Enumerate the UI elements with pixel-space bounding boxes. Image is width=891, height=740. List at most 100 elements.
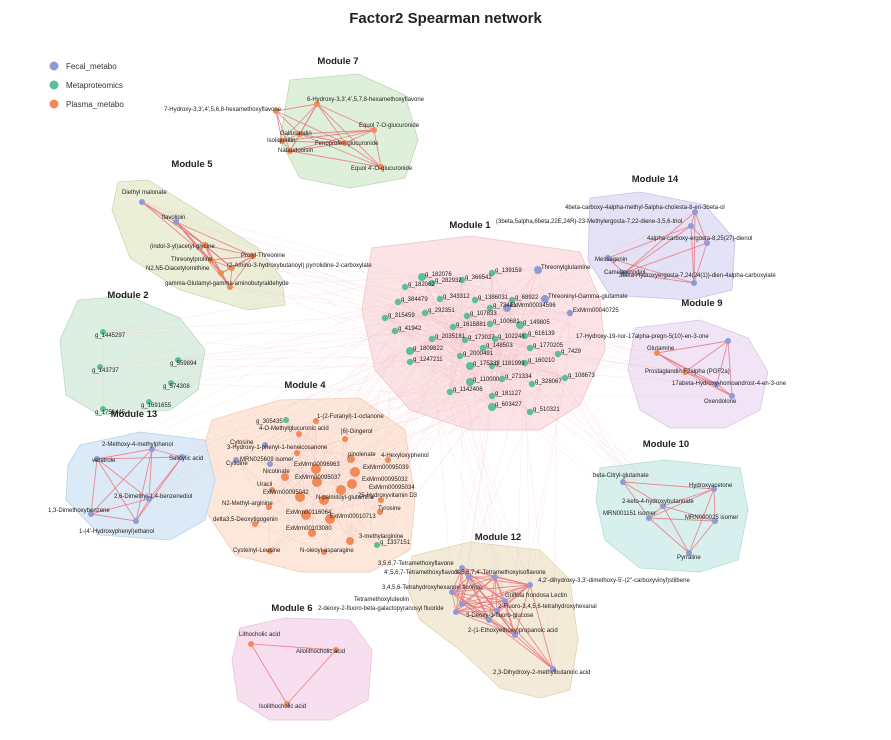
node-label: g_149805	[523, 320, 550, 326]
edge	[376, 395, 493, 546]
edge	[409, 350, 471, 383]
network-node	[296, 431, 302, 437]
node-label: 3-Deoxy-3-fluoro-glucose	[466, 613, 534, 619]
edge	[455, 576, 470, 613]
edge	[384, 312, 571, 319]
network-node	[521, 332, 529, 340]
network-node	[266, 504, 272, 510]
edge	[175, 221, 513, 301]
edge	[285, 419, 298, 454]
network-node	[336, 485, 346, 495]
edge	[557, 211, 696, 355]
edge	[264, 444, 318, 483]
edge	[299, 133, 382, 168]
node-label: 3',5,6,7,4'-Tetramethoxyisoflavone	[455, 570, 546, 576]
node-label: (2-Amino-3-hydroxybutanoyl) pyrrolidine-…	[227, 263, 372, 269]
edge	[268, 395, 493, 508]
edge	[455, 611, 516, 636]
network-node	[377, 509, 383, 515]
network-node	[453, 609, 459, 615]
network-node	[704, 240, 710, 246]
node-label: 4',5,6,7-Tetramethoxyflavone	[384, 570, 462, 576]
module-title: Module 1	[449, 220, 491, 231]
edge	[506, 298, 546, 309]
edge	[275, 103, 318, 112]
edge	[684, 371, 733, 397]
edge	[482, 347, 531, 413]
edge	[537, 269, 546, 300]
node-label: MRN000025 isomer	[685, 515, 738, 521]
network-node	[714, 381, 720, 387]
network-node	[269, 487, 275, 493]
edge	[284, 476, 378, 546]
node-label: g_1691655	[141, 403, 172, 409]
edge	[489, 299, 513, 309]
node-label: g_2035181	[435, 334, 466, 340]
network-node	[347, 479, 357, 489]
edge	[421, 276, 546, 300]
node-label: ExMrm00095034	[369, 485, 415, 491]
node-label: g_160210	[528, 358, 555, 364]
edge	[468, 576, 531, 586]
edge	[210, 259, 233, 269]
edge	[494, 576, 531, 586]
edge	[424, 298, 441, 314]
network-node	[346, 537, 354, 545]
node-label: ExMrm00103080	[286, 526, 332, 532]
edge	[323, 459, 389, 501]
edge	[323, 438, 346, 553]
network-node	[233, 457, 239, 463]
node-label: Equol 4'-O-glucuronide	[351, 166, 413, 172]
edge	[451, 591, 506, 602]
edge	[451, 353, 559, 593]
network-node	[561, 374, 569, 382]
edge	[529, 584, 554, 670]
node-label: g_292351	[428, 308, 455, 314]
network-node	[521, 359, 529, 367]
edge	[268, 468, 317, 508]
network-node	[516, 321, 524, 329]
network-node	[374, 542, 380, 548]
edge	[96, 458, 137, 522]
node-label: Isolithocholic acid	[259, 704, 306, 710]
node-label: g_1142406	[453, 387, 483, 393]
edge	[464, 339, 533, 385]
edge	[468, 576, 490, 621]
network-node	[146, 399, 152, 405]
node-label: ExMrm00095037	[295, 475, 341, 481]
network-node	[488, 392, 496, 400]
network-node	[488, 269, 496, 277]
edge	[491, 298, 546, 408]
edge	[607, 225, 692, 259]
network-node	[273, 108, 279, 114]
edge	[229, 267, 233, 288]
edge	[340, 489, 351, 542]
edge	[684, 371, 718, 385]
network-node	[308, 529, 316, 537]
edge	[264, 335, 526, 446]
edge	[431, 338, 453, 593]
edge	[459, 353, 559, 357]
node-label: g_282932	[435, 278, 462, 284]
node-label: g_328067	[535, 379, 562, 385]
node-label: Oxendolone	[704, 399, 737, 405]
edge	[449, 355, 461, 393]
edge	[452, 279, 463, 328]
node-label: g_559894	[170, 361, 197, 367]
network-node	[319, 495, 329, 505]
edge	[329, 459, 389, 520]
node-label: g_343312	[443, 294, 470, 300]
edge	[524, 335, 664, 507]
edge	[90, 448, 153, 515]
edge	[564, 312, 571, 379]
edge	[409, 298, 546, 352]
edge	[90, 307, 508, 515]
legend-swatch	[49, 80, 59, 90]
network-node	[287, 148, 293, 154]
network-node	[248, 641, 254, 647]
node-label: Hydroxyacetone	[689, 483, 733, 489]
edge	[451, 576, 496, 593]
edge	[354, 353, 559, 473]
edge	[491, 299, 513, 397]
edge	[102, 331, 526, 337]
